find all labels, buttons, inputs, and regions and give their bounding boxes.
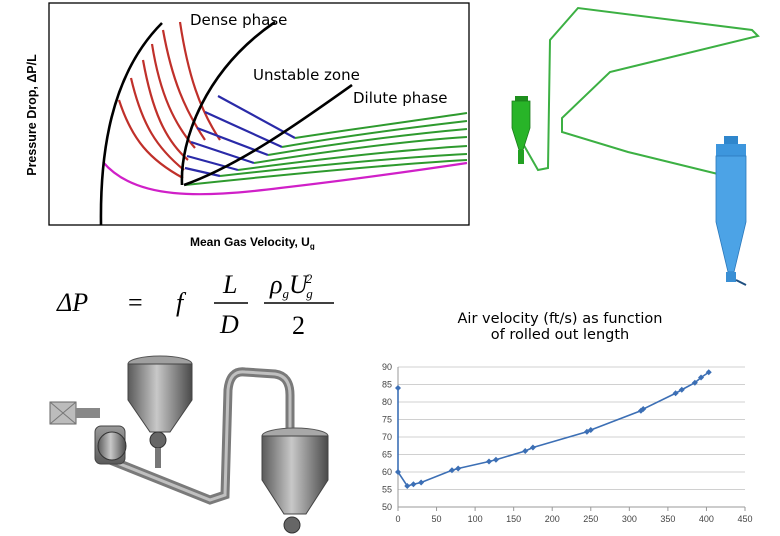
plot-frame — [48, 2, 470, 226]
y-tick-label: 70 — [382, 432, 392, 442]
cyclone-separator — [715, 136, 747, 286]
y-tick-label: 65 — [382, 450, 392, 460]
x-tick-label: 300 — [622, 514, 637, 524]
chart-series — [395, 369, 712, 489]
y-tick-label: 55 — [382, 485, 392, 495]
dilute-phase-lines — [184, 112, 468, 186]
conveying-system-illustration — [49, 355, 329, 534]
phase-diagram: Pressure Drop, ΔP/L Dense phase Unstable… — [25, 2, 470, 250]
data-point — [395, 385, 401, 391]
x-tick-label: 350 — [660, 514, 675, 524]
x-tick-label: 100 — [468, 514, 483, 524]
dense-curve — [141, 59, 189, 161]
x-axis-label: Mean Gas Velocity, Ug — [190, 235, 315, 250]
data-point — [485, 458, 492, 465]
y-tick-label: 90 — [382, 362, 392, 372]
x-tick-label: 450 — [737, 514, 752, 524]
x-tick-label: 50 — [432, 514, 442, 524]
y-tick-label: 75 — [382, 415, 392, 425]
data-point — [395, 469, 401, 475]
empty-pipe-curve — [102, 161, 468, 196]
data-point — [678, 386, 685, 393]
data-point — [529, 444, 536, 451]
saltation-boundary — [180, 20, 276, 186]
dilute-phase-label: Dilute phase — [353, 89, 448, 107]
data-point — [637, 407, 644, 414]
diameter-symbol: D — [219, 310, 239, 339]
feed-silo — [127, 355, 193, 468]
dense-curve — [150, 43, 196, 149]
chart-title-line-1: Air velocity (ft/s) as function — [457, 311, 663, 327]
data-point — [587, 427, 594, 433]
blower-unit — [49, 401, 127, 465]
data-point — [583, 428, 590, 435]
data-point — [455, 465, 462, 472]
equation-equals: = — [128, 288, 143, 317]
unstable-zone-label: Unstable zone — [253, 66, 360, 84]
denominator-two: 2 — [292, 311, 305, 340]
receiving-silo — [261, 427, 329, 534]
y-tick-label: 85 — [382, 380, 392, 390]
length-symbol: L — [222, 270, 237, 299]
dense-phase-label: Dense phase — [190, 11, 287, 29]
equation-lhs: ΔP — [56, 288, 88, 317]
data-point — [698, 374, 705, 381]
series-line — [397, 371, 710, 487]
y-tick-label: 50 — [382, 502, 392, 512]
pneumatic-loop-illustration — [511, 6, 760, 286]
dense-phase-curves — [117, 21, 221, 179]
data-point — [522, 448, 529, 454]
x-tick-label: 150 — [506, 514, 521, 524]
dilute-boundary — [183, 83, 353, 187]
y-axis-label: Pressure Drop, ΔP/L — [25, 54, 39, 176]
x-tick-label: 0 — [395, 514, 400, 524]
x-tick-label: 200 — [545, 514, 560, 524]
chart-title: Air velocity (ft/s) as function of rolle… — [395, 311, 725, 343]
dense-curve — [117, 99, 184, 179]
x-tick-label: 250 — [583, 514, 598, 524]
dense-curve — [161, 29, 206, 141]
feed-hopper — [511, 96, 531, 164]
friction-factor: f — [176, 288, 187, 317]
dense-curve — [129, 77, 185, 171]
data-point — [691, 379, 698, 386]
y-tick-label: 60 — [382, 467, 392, 477]
dense-curve — [178, 21, 221, 141]
data-point — [705, 369, 712, 376]
conveying-pipe — [521, 6, 760, 176]
data-point — [410, 481, 417, 488]
data-point — [418, 479, 425, 486]
y-tick-label: 80 — [382, 397, 392, 407]
choking-boundary — [99, 22, 163, 226]
data-point — [640, 406, 647, 412]
data-point — [492, 456, 499, 463]
data-point — [448, 467, 455, 474]
chart-title-line-2: of rolled out length — [490, 327, 630, 343]
data-point — [672, 390, 679, 397]
data-point — [404, 483, 411, 489]
x-tick-label: 400 — [699, 514, 714, 524]
boundary-curves — [99, 20, 353, 226]
